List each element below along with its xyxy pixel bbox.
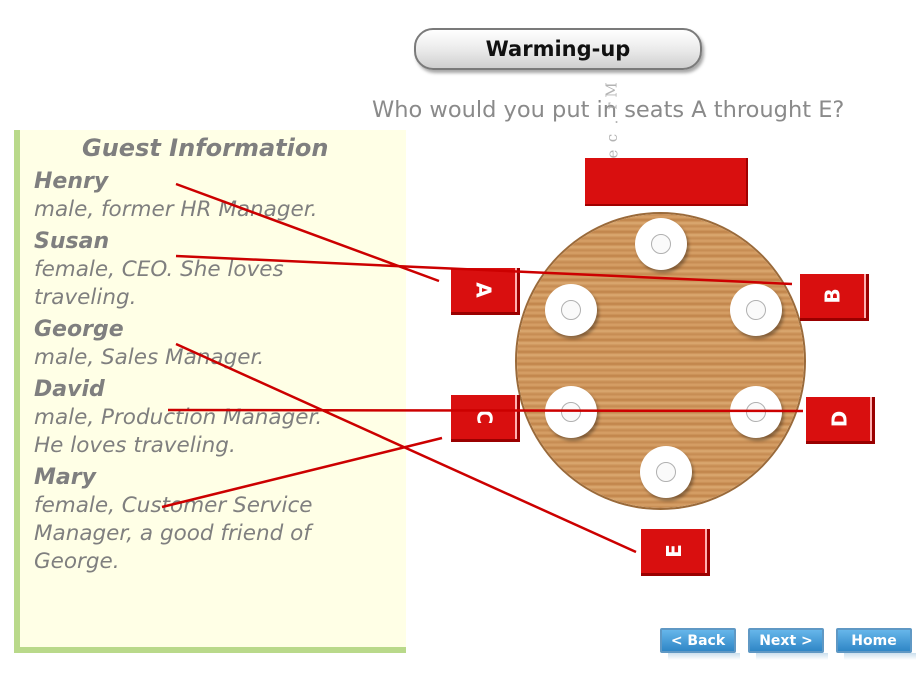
seat-a-label: A <box>471 282 496 298</box>
page-title: Warming-up <box>485 37 631 61</box>
seat-e[interactable]: E <box>641 529 710 576</box>
guest-name-george[interactable]: George <box>34 317 124 342</box>
plate-upper-left <box>545 284 597 336</box>
seat-e-label: E <box>661 544 686 558</box>
question-text: Who would you put in seats A throught E? <box>372 97 845 123</box>
home-button[interactable]: Home <box>836 628 916 660</box>
guest-desc-mary-1: female, Customer Service <box>34 493 313 518</box>
guest-name-susan[interactable]: Susan <box>34 229 110 254</box>
guest-desc-david-1: male, Production Manager. <box>34 405 323 430</box>
plate-lower-right <box>730 386 782 438</box>
seat-d[interactable]: D <box>806 397 875 444</box>
guest-desc-susan-2: traveling. <box>34 285 137 310</box>
seat-d-label: D <box>826 410 851 428</box>
plate-bottom <box>640 446 692 498</box>
guest-desc-david-2: He loves traveling. <box>34 433 236 458</box>
guest-name-mary[interactable]: Mary <box>34 465 96 490</box>
plate-lower-left <box>545 386 597 438</box>
guest-desc-george: male, Sales Manager. <box>34 345 265 370</box>
seat-c-label: C <box>472 409 496 425</box>
guest-name-henry[interactable]: Henry <box>34 169 109 194</box>
plate-top <box>635 218 687 270</box>
guest-desc-henry: male, former HR Manager. <box>34 197 318 222</box>
seat-c[interactable]: C <box>451 395 520 442</box>
guest-name-david[interactable]: David <box>34 377 105 402</box>
next-button[interactable]: Next > <box>748 628 828 660</box>
plate-upper-right <box>730 284 782 336</box>
guest-desc-susan-1: female, CEO. She loves <box>34 257 284 282</box>
guest-desc-mary-2: Manager, a good friend of <box>34 521 311 546</box>
guest-info-title: Guest Information <box>82 134 329 162</box>
seat-a[interactable]: A <box>451 268 520 315</box>
guest-info-panel: Guest Information Henry male, former HR … <box>14 130 406 653</box>
guest-desc-mary-3: George. <box>34 549 120 574</box>
seat-b-label: B <box>821 288 845 304</box>
seat-b[interactable]: B <box>800 274 869 321</box>
back-button[interactable]: < Back <box>660 628 740 660</box>
head-table-seat[interactable] <box>585 158 748 206</box>
title-banner: Warming-up <box>414 28 702 70</box>
